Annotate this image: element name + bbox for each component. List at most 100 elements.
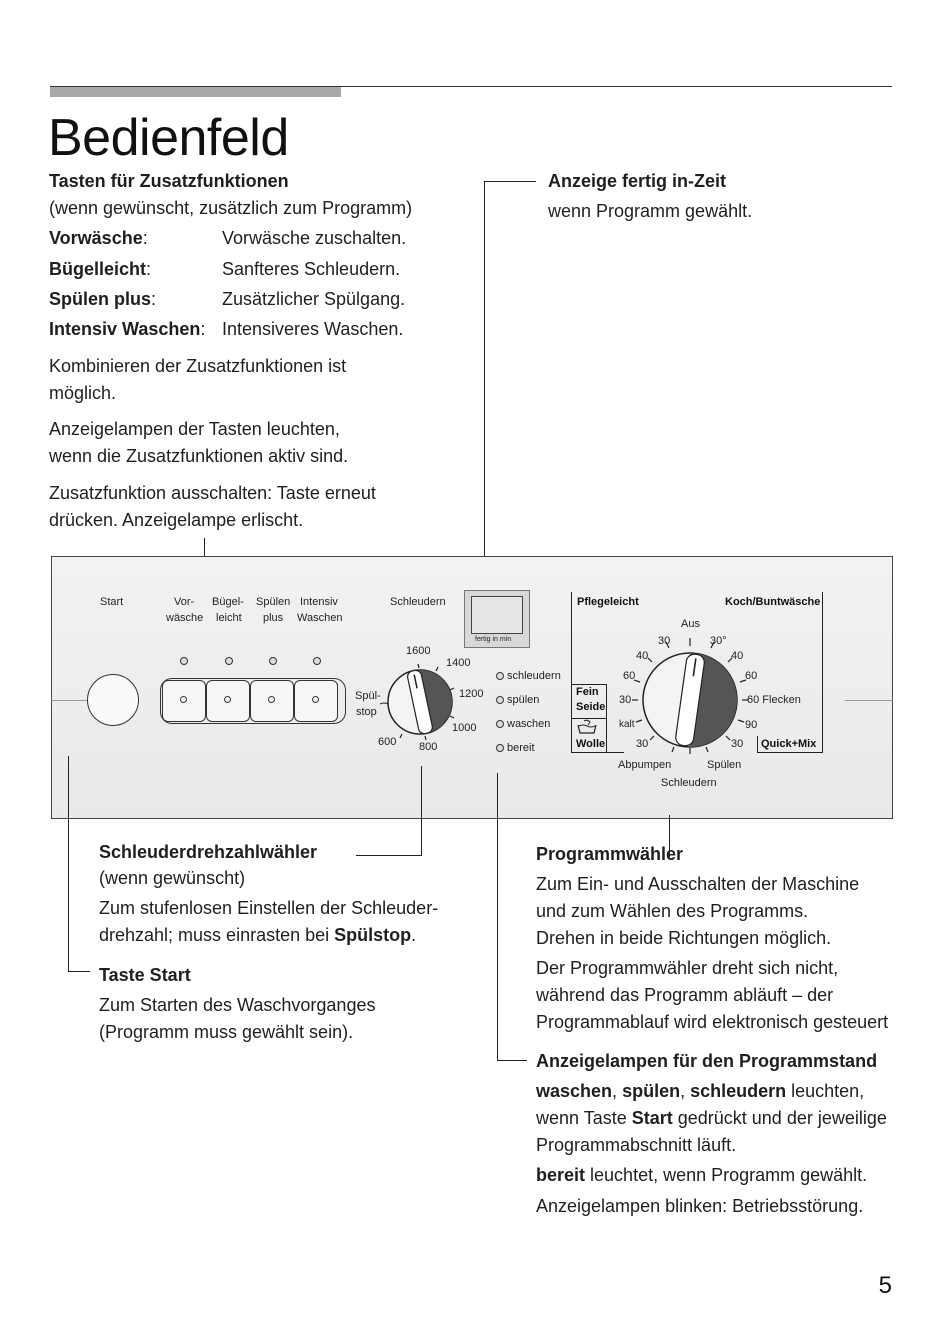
fertig-heading: Anzeige fertig in-Zeit xyxy=(548,171,727,191)
fertig-text: wenn Programm gewählt. xyxy=(548,201,753,221)
prog-30-quick: 30 xyxy=(731,738,744,750)
start-label: Start xyxy=(100,596,124,608)
programm-text: Programmablauf wird elektronisch gesteue… xyxy=(536,1012,889,1032)
program-frame xyxy=(571,684,607,685)
intensiv-label: Intensiv xyxy=(300,596,338,608)
spuelstop-label: Spül- xyxy=(355,690,381,702)
panel-edge-line xyxy=(845,700,893,701)
rpm-600: 600 xyxy=(378,736,397,748)
start-button[interactable] xyxy=(87,674,139,726)
program-dial[interactable] xyxy=(620,630,760,760)
programm-text: Der Programmwähler dreht sich nicht, xyxy=(536,958,839,978)
zusatz-item-desc: Sanfteres Schleudern. xyxy=(222,259,401,279)
taste-start-heading: Taste Start xyxy=(99,965,191,985)
programm-heading: Programmwähler xyxy=(536,844,684,864)
program-frame xyxy=(571,752,624,753)
leader-line xyxy=(497,773,498,1061)
led-spuelen xyxy=(496,696,504,704)
prog-30: 30 xyxy=(658,635,671,647)
button-dot-icon xyxy=(312,696,319,703)
leader-line xyxy=(421,766,422,856)
abpumpen-label: Abpumpen xyxy=(618,759,672,771)
prog-30-fein: 30 xyxy=(619,694,632,706)
leader-line xyxy=(68,756,69,972)
led-vorwaesche xyxy=(180,657,188,665)
stage-waschen: waschen xyxy=(507,718,551,730)
prog-30-wolle: 30 xyxy=(636,738,649,750)
buegelleicht-label: leicht xyxy=(216,612,242,624)
schleudern-prog-label: Schleudern xyxy=(661,777,717,789)
leader-line xyxy=(356,855,422,856)
panel-edge-line xyxy=(51,700,87,701)
hand-wash-icon xyxy=(577,719,597,734)
leader-line xyxy=(669,815,670,857)
vorwaesche-button[interactable] xyxy=(162,680,206,722)
led-buegelleicht xyxy=(225,657,233,665)
prog-60-flecken: 60 Flecken xyxy=(747,694,801,706)
lampen-text: bereit leuchtet, wenn Programm gewählt. xyxy=(536,1165,868,1185)
led-bereit xyxy=(496,744,504,752)
buegelleicht-label: Bügel- xyxy=(212,596,244,608)
leader-line xyxy=(484,181,485,616)
vorwaesche-label: wäsche xyxy=(166,612,204,624)
prog-60-koch: 60 xyxy=(745,670,758,682)
led-intensiv xyxy=(313,657,321,665)
button-dot-icon xyxy=(180,696,187,703)
rpm-1400: 1400 xyxy=(446,657,471,669)
spuelen-label: Spülen xyxy=(707,759,742,771)
program-frame xyxy=(757,736,758,753)
prog-aus: Aus xyxy=(681,618,700,630)
taste-start-text: Zum Starten des Waschvorganges xyxy=(99,995,376,1015)
zusatz-sub: (wenn gewünscht, zusätzlich zum Programm… xyxy=(49,198,413,218)
programm-text: Zum Ein- und Ausschalten der Maschine xyxy=(536,874,860,894)
buegelleicht-button[interactable] xyxy=(206,680,250,722)
programm-text: Drehen in beide Richtungen möglich. xyxy=(536,928,832,948)
display-label: fertig in min xyxy=(475,636,512,643)
intensiv-label: Waschen xyxy=(297,612,343,624)
stage-bereit: bereit xyxy=(507,742,535,754)
quickmix-label: Quick+Mix xyxy=(761,738,817,750)
leader-line xyxy=(68,971,90,972)
rpm-1200: 1200 xyxy=(459,688,484,700)
zusatz-para: wenn die Zusatzfunktionen aktiv sind. xyxy=(49,446,349,466)
zusatz-item-name: Spülen plus: xyxy=(49,289,157,309)
prog-60: 60 xyxy=(623,670,636,682)
button-dot-icon xyxy=(224,696,231,703)
prog-30-deg: 30° xyxy=(710,635,727,647)
zusatz-item-desc: Vorwäsche zuschalten. xyxy=(222,228,407,248)
zusatz-para: drücken. Anzeigelampe erlischt. xyxy=(49,510,304,530)
zusatz-para: Zusatzfunktion ausschalten: Taste erneut xyxy=(49,483,376,503)
lampen-heading: Anzeigelampen für den Programmstand xyxy=(536,1051,878,1071)
button-dot-icon xyxy=(268,696,275,703)
vorwaesche-label: Vor- xyxy=(174,596,195,608)
zusatz-item-name: Bügelleicht: xyxy=(49,259,152,279)
zusatz-item-desc: Zusätzlicher Spülgang. xyxy=(222,289,406,309)
spuelen-plus-label: Spülen xyxy=(256,596,291,608)
pflegeleicht-label: Pflegeleicht xyxy=(577,596,639,608)
zusatz-heading: Tasten für Zusatzfunktionen xyxy=(49,171,289,191)
spuelstop-label: stop xyxy=(356,706,377,718)
spuelen-plus-label: plus xyxy=(263,612,284,624)
led-waschen xyxy=(496,720,504,728)
schleuder-text: drehzahl; muss einrasten bei Spülstop. xyxy=(99,925,417,945)
function-button-group xyxy=(160,678,346,724)
schleuder-dial[interactable] xyxy=(350,640,490,760)
led-schleudern xyxy=(496,672,504,680)
rpm-800: 800 xyxy=(419,741,438,753)
program-frame xyxy=(571,592,572,753)
taste-start-text: (Programm muss gewählt sein). xyxy=(99,1022,354,1042)
header-bar xyxy=(50,87,341,97)
rpm-1600: 1600 xyxy=(406,645,431,657)
leader-line xyxy=(497,1060,527,1061)
stage-spuelen: spülen xyxy=(507,694,540,706)
page-number: 5 xyxy=(878,1272,892,1299)
schleudern-label: Schleudern xyxy=(390,596,446,608)
page-title: Bedienfeld xyxy=(48,109,289,167)
spuelen-plus-button[interactable] xyxy=(250,680,294,722)
zusatz-para: Anzeigelampen der Tasten leuchten, xyxy=(49,419,340,439)
lampen-text: wenn Taste Start gedrückt und der jeweil… xyxy=(536,1108,887,1128)
intensiv-button[interactable] xyxy=(294,680,338,722)
zusatz-item-name: Intensiv Waschen: xyxy=(49,319,206,339)
led-spuelen-plus xyxy=(269,657,277,665)
fertig-display xyxy=(471,596,523,634)
